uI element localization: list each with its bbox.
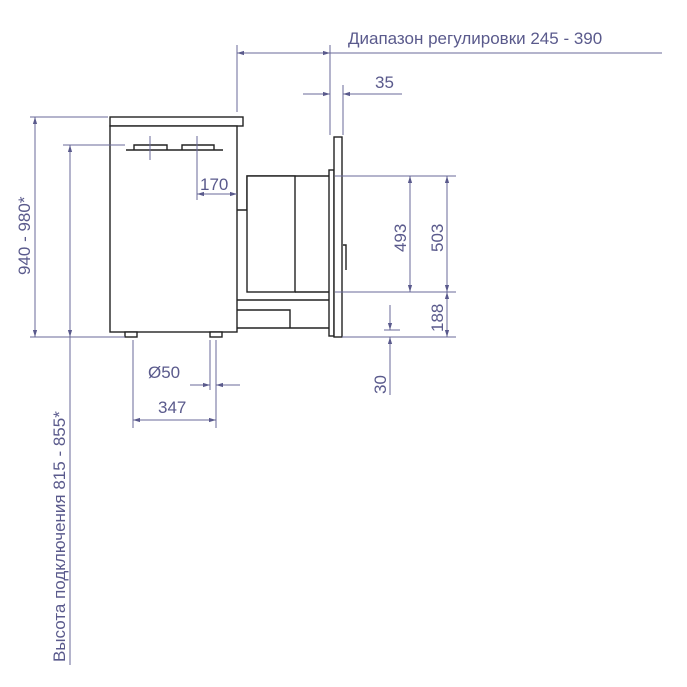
pull-out-drawer: [237, 136, 347, 338]
center-lines: [149, 136, 198, 200]
handle-icon: [343, 244, 347, 270]
dim-total-height: 940 - 980*: [15, 196, 34, 275]
countertop: [109, 116, 244, 127]
drawer-frame: [328, 169, 335, 337]
dim-188: 188: [428, 304, 447, 332]
dim-347: 347: [158, 398, 186, 417]
bin: [246, 175, 296, 293]
range-label: Диапазон регулировки 245 - 390: [348, 29, 602, 48]
dim-493: 493: [391, 224, 410, 252]
dim-connection-height: Высота подключения 815 - 855*: [50, 411, 69, 662]
foot-left: [124, 331, 138, 338]
foot-right: [209, 331, 223, 338]
dimensions: [30, 45, 662, 665]
cabinet-body: [109, 125, 238, 333]
rails: [237, 291, 330, 329]
front-panel: [333, 136, 343, 338]
dim-503: 503: [428, 224, 447, 252]
dim-30: 30: [371, 375, 390, 394]
dim-diameter-50: Ø50: [148, 363, 180, 382]
cabinet: [109, 116, 244, 338]
dim-170: 170: [200, 175, 228, 194]
dim-35: 35: [375, 73, 394, 92]
